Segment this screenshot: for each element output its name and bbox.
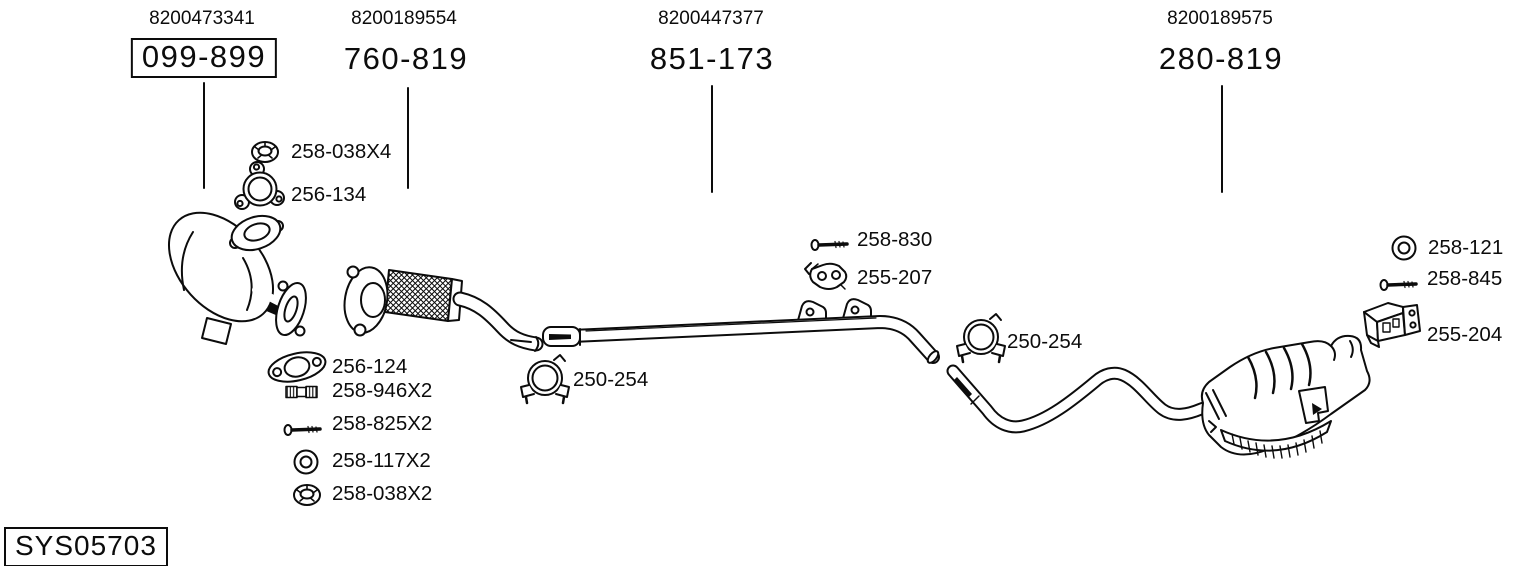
callout-part-number: 258-121 bbox=[1428, 236, 1504, 259]
oem-number: 8200189575 bbox=[1167, 8, 1273, 29]
pipe-clamp-icon bbox=[955, 312, 1007, 364]
callout-part-number: 258-845 bbox=[1427, 267, 1503, 290]
rear-muffler-drawing bbox=[1200, 334, 1371, 459]
callout-part-number: 258-830 bbox=[857, 228, 933, 251]
system-id-label: SYS05703 bbox=[4, 527, 168, 566]
triangular-gasket-icon bbox=[234, 161, 285, 210]
callout-part-number: 256-124 bbox=[332, 355, 408, 378]
oval-gasket-icon bbox=[267, 351, 327, 383]
catalytic-converter-drawing bbox=[167, 211, 307, 345]
bolt-icon bbox=[1378, 278, 1418, 292]
callout-part-number: 256-134 bbox=[291, 183, 367, 206]
callout-part-number: 250-254 bbox=[1007, 330, 1083, 353]
callout-part-number: 258-038X2 bbox=[332, 482, 433, 505]
flex-pipe-drawing bbox=[343, 265, 544, 352]
center-pipe-drawing bbox=[542, 298, 940, 364]
sealing-ring-icon bbox=[293, 449, 319, 475]
oem-number: 8200447377 bbox=[658, 8, 764, 29]
flange-nut-icon bbox=[293, 484, 321, 506]
system-part-number: 280-819 bbox=[1158, 41, 1284, 76]
pipe-clamp-icon bbox=[519, 353, 571, 405]
callout-part-number: 258-946X2 bbox=[332, 379, 433, 402]
callout-part-number: 258-825X2 bbox=[332, 412, 433, 435]
callout-part-number: 250-254 bbox=[573, 368, 649, 391]
oem-number: 8200189554 bbox=[351, 8, 457, 29]
rear-pipe-drawing bbox=[946, 364, 1225, 434]
system-part-number: 851-173 bbox=[649, 41, 775, 76]
bolt-icon bbox=[282, 423, 322, 437]
system-part-number: 760-819 bbox=[343, 41, 469, 76]
callout-part-number: 255-207 bbox=[857, 266, 933, 289]
callout-part-number: 255-204 bbox=[1427, 323, 1503, 346]
threaded-sleeve-icon bbox=[285, 385, 318, 399]
rubber-hanger-icon bbox=[804, 262, 848, 290]
callout-part-number: 258-038X4 bbox=[291, 140, 392, 163]
oem-number: 8200473341 bbox=[149, 8, 255, 29]
flange-nut-icon bbox=[251, 141, 279, 163]
system-part-number-boxed: 099-899 bbox=[130, 38, 278, 79]
callout-part-number: 258-117X2 bbox=[332, 449, 431, 472]
mounting-bracket-icon bbox=[1363, 302, 1421, 348]
bolt-icon bbox=[809, 238, 849, 252]
sealing-ring-icon bbox=[1391, 235, 1417, 261]
